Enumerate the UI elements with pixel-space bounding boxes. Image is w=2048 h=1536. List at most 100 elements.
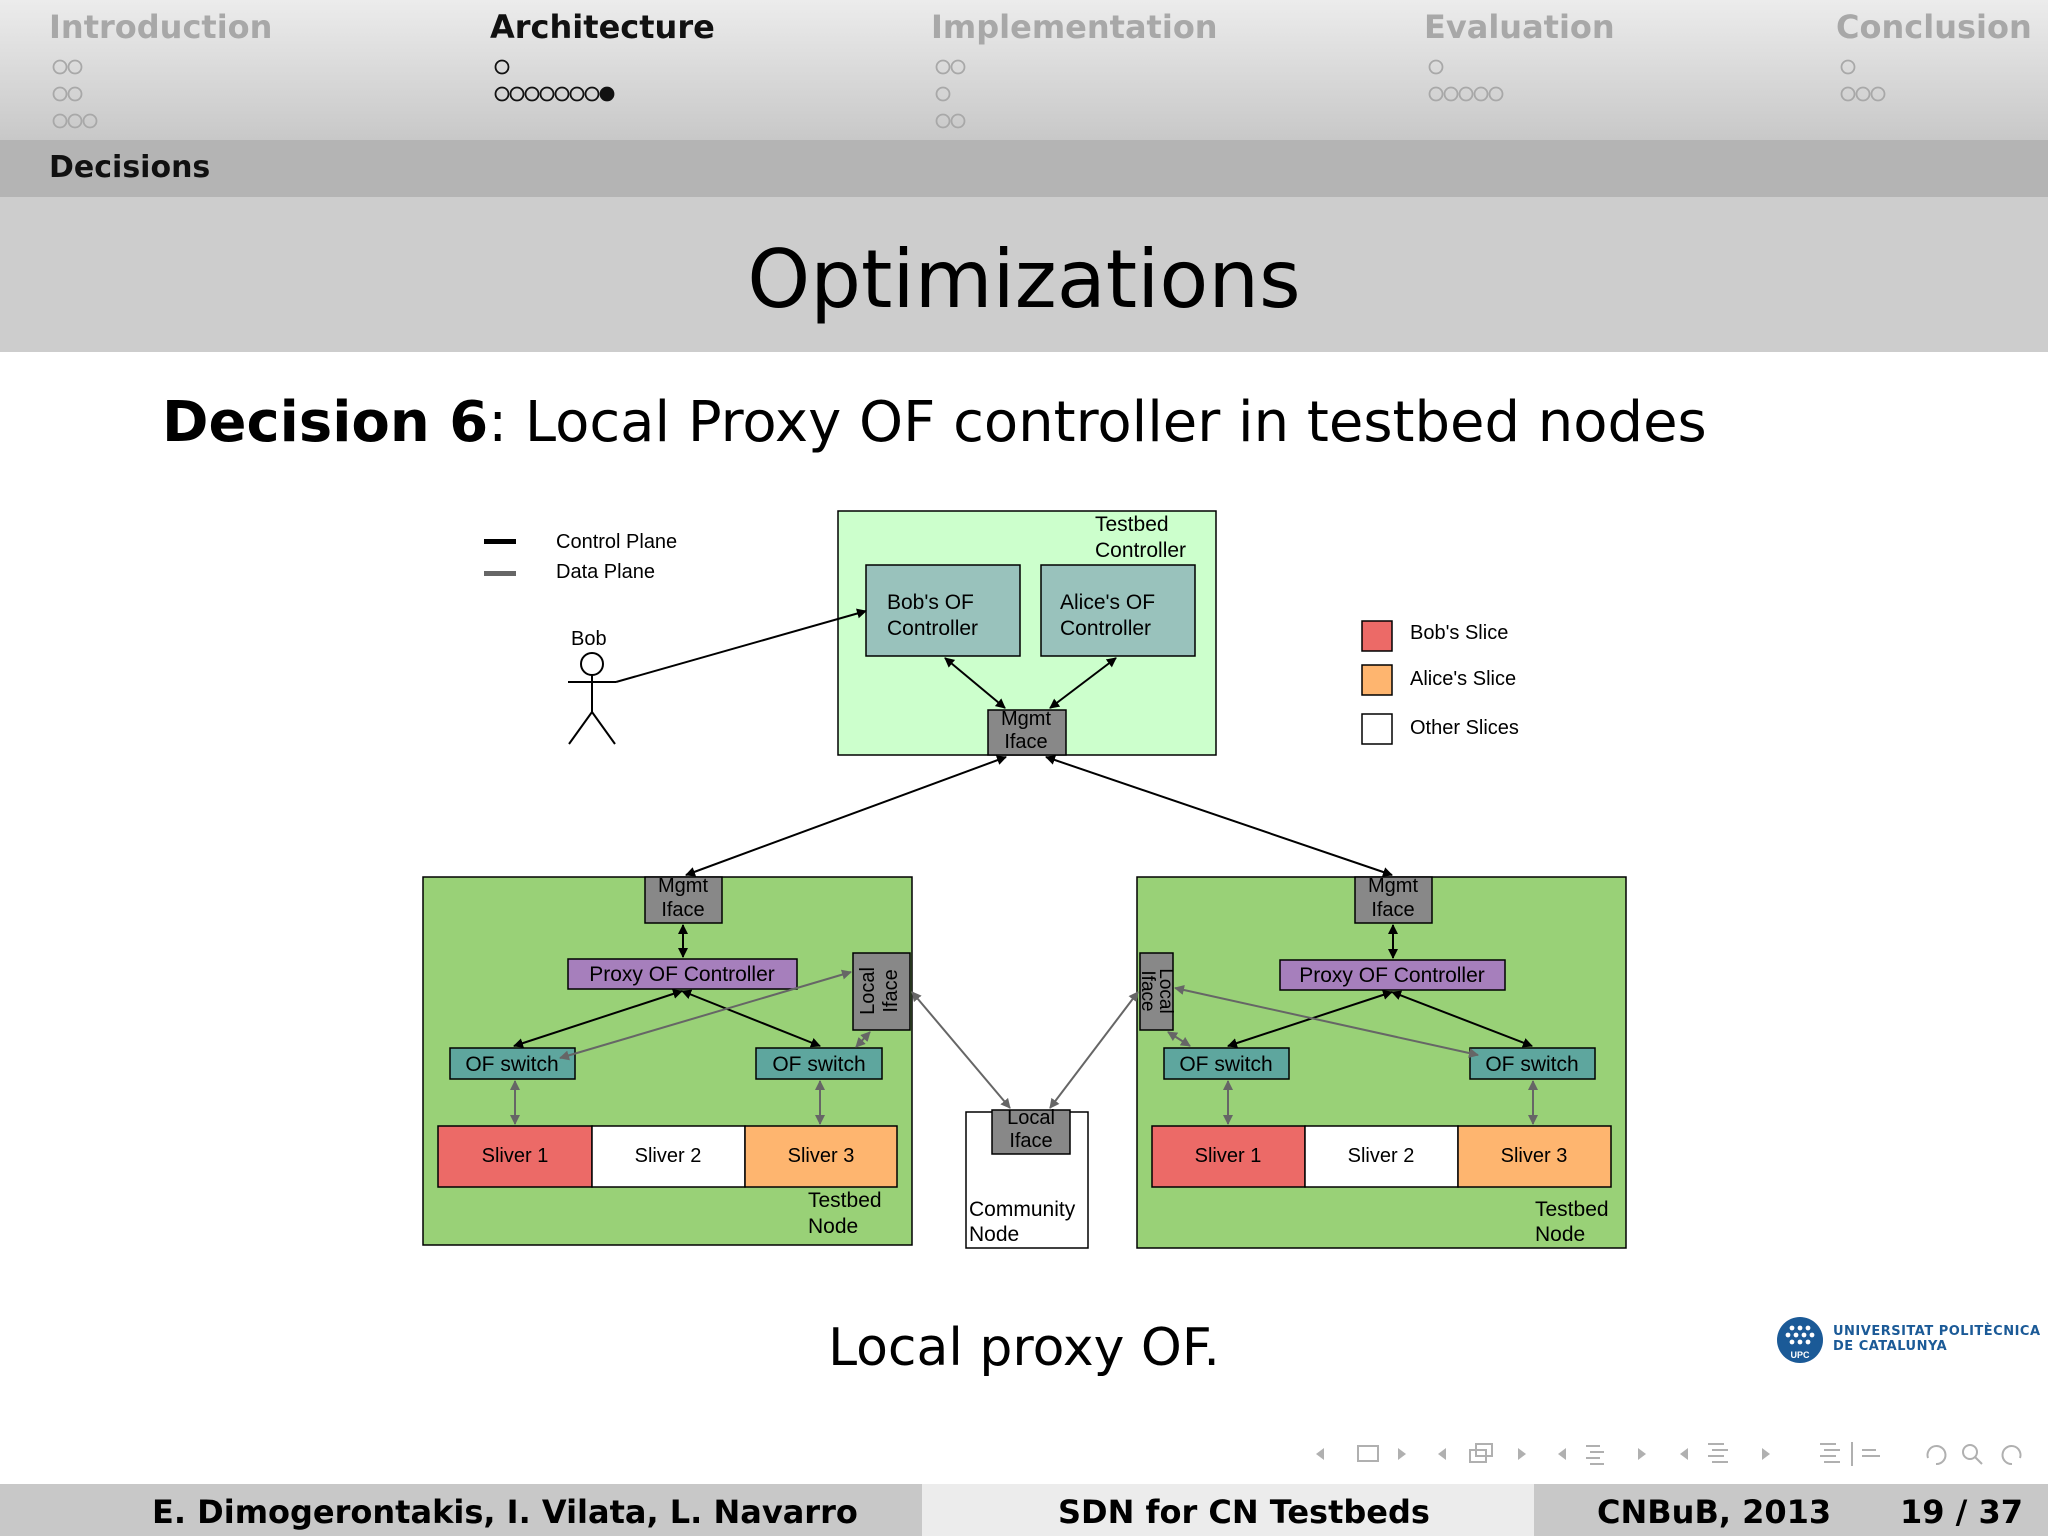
right-sliver-2-label: Sliver 2 (1348, 1145, 1415, 1167)
control-plane-label: Control Plane (556, 531, 677, 553)
nav-frame-dot[interactable] (509, 86, 525, 102)
nav-frame-dot[interactable] (52, 86, 68, 102)
right-proxy-of-controller-label: Proxy OF Controller (1299, 964, 1485, 987)
nav-section-architecture[interactable]: Architecture (490, 8, 715, 46)
nav-appendix[interactable] (1820, 1442, 1880, 1466)
appendix-icon[interactable] (1820, 1442, 1880, 1466)
bob-head-icon (580, 652, 604, 676)
nav-frame-dot[interactable] (1870, 86, 1886, 102)
back-icon[interactable] (1926, 1445, 1947, 1466)
nav-section-title[interactable]: Implementation (931, 8, 1218, 46)
nav-frame-dot[interactable] (52, 113, 68, 129)
section-next-icon[interactable] (1638, 1448, 1646, 1460)
nav-section-title[interactable]: Evaluation (1424, 8, 1615, 46)
right-testbed-node: Mgmt Iface Proxy OF Controller Local Ifa… (1136, 875, 1627, 1249)
nav-frame-dot[interactable] (1428, 59, 1444, 75)
tc-mgmt-iface-box (987, 709, 1067, 756)
nav-frame-dot[interactable] (1488, 86, 1504, 102)
nav-frame-dot[interactable] (524, 86, 540, 102)
nav-frame-dot[interactable] (1458, 86, 1474, 102)
nav-section-conclusion[interactable]: Conclusion (1836, 8, 2032, 46)
nav-frame-dot[interactable] (1840, 86, 1856, 102)
community-node-line1: Community (969, 1198, 1076, 1221)
right-local-iface-line2: Iface (1137, 970, 1158, 1011)
nav-section-title[interactable]: Introduction (49, 8, 273, 46)
nav-frame-dot[interactable] (67, 113, 83, 129)
nav-section-evaluation[interactable]: Evaluation (1424, 8, 1615, 46)
svg-text:UPC: UPC (1790, 1350, 1810, 1360)
left-sliver-3-label: Sliver 3 (788, 1145, 855, 1167)
decision-separator: : (488, 390, 508, 455)
frame-title-bar: Optimizations (0, 197, 2048, 352)
nav-frame-dot[interactable] (82, 113, 98, 129)
tc-to-right-node-arrow (1045, 755, 1393, 877)
section-icon[interactable] (1586, 1445, 1604, 1465)
nav-frame-dot[interactable] (1443, 86, 1459, 102)
nav-frame-prev-next[interactable] (1316, 1445, 1406, 1462)
presentation-prev-icon[interactable] (1680, 1448, 1688, 1460)
subsection-next-icon[interactable] (1518, 1448, 1526, 1460)
frame-next-icon[interactable] (1398, 1448, 1406, 1460)
nav-frame-dot[interactable] (494, 59, 510, 75)
left-local-iface-box (852, 952, 911, 1031)
frame-prev-icon[interactable] (1316, 1448, 1324, 1460)
right-of-switch-1-label: OF switch (1179, 1053, 1272, 1076)
left-proxy-of-controller-label: Proxy OF Controller (589, 963, 775, 986)
search-icon[interactable] (1962, 1444, 1978, 1460)
nav-frame-dot[interactable] (1473, 86, 1489, 102)
left-of-switch-2-label: OF switch (772, 1053, 865, 1076)
left-of-switch-1-box (449, 1047, 576, 1080)
presentation-icon[interactable] (1708, 1443, 1728, 1463)
left-mgmt-iface-box (644, 876, 723, 924)
nav-frame-dot[interactable] (1428, 86, 1444, 102)
right-switch1-to-local-iface-arrow (1167, 1031, 1191, 1047)
slice-legend: Bob's Slice Alice's Slice Other Slices (1361, 620, 1519, 745)
nav-frame-dot[interactable] (599, 86, 615, 102)
section-prev-icon[interactable] (1558, 1448, 1566, 1460)
nav-section-implementation[interactable]: Implementation (931, 8, 1218, 46)
nav-presentation-prev-next[interactable] (1680, 1443, 1770, 1463)
nav-frame-dot[interactable] (950, 59, 966, 75)
nav-frame-dot[interactable] (1855, 86, 1871, 102)
alices-slice-swatch (1361, 664, 1393, 696)
alices-slice-label: Alice's Slice (1410, 668, 1516, 690)
left-sliver-1-box (437, 1125, 593, 1188)
nav-frame-dot[interactable] (67, 86, 83, 102)
presentation-next-icon[interactable] (1762, 1448, 1770, 1460)
bob-left-leg (568, 711, 593, 745)
nav-frame-dot[interactable] (494, 86, 510, 102)
frame-icon[interactable] (1357, 1445, 1379, 1462)
nav-section-prev-next[interactable] (1558, 1445, 1646, 1465)
right-of-switch-2-label: OF switch (1485, 1053, 1578, 1076)
nav-frame-dot[interactable] (935, 86, 951, 102)
nav-frame-dot[interactable] (935, 59, 951, 75)
nav-frame-dot[interactable] (935, 113, 951, 129)
community-node: Local Iface Community Node (965, 1107, 1089, 1249)
plane-legend: Control Plane Data Plane (484, 531, 677, 583)
nav-section-introduction[interactable]: Introduction (49, 8, 272, 46)
footer-bar: E. Dimogerontakis, I. Vilata, L. Navarro… (0, 1484, 2048, 1536)
nav-frame-dot[interactable] (569, 86, 585, 102)
left-switch2-to-local-iface-arrow (855, 1031, 871, 1048)
footer-title: SDN for CN Testbeds (1058, 1493, 1430, 1531)
nav-section-title[interactable]: Architecture (490, 8, 715, 46)
nav-frame-dot[interactable] (539, 86, 555, 102)
footer-venue: CNBuB, 2013 (1597, 1493, 1832, 1531)
left-testbed-node-line2: Node (808, 1215, 858, 1238)
subsection-prev-icon[interactable] (1438, 1448, 1446, 1460)
bob-to-controller-arrow (615, 608, 867, 683)
nav-frame-dot[interactable] (1840, 59, 1856, 75)
forward-icon[interactable] (2001, 1445, 2022, 1466)
nav-frame-dot[interactable] (52, 59, 68, 75)
alice-ctrl-to-mgmt-arrow (1049, 657, 1117, 709)
footer-page-number: 19 / 37 (1900, 1493, 2024, 1531)
nav-search-controls[interactable] (1926, 1444, 2022, 1466)
nav-section-title[interactable]: Conclusion (1836, 8, 2032, 46)
nav-frame-dot[interactable] (554, 86, 570, 102)
nav-frame-dot[interactable] (950, 113, 966, 129)
nav-frame-dot[interactable] (67, 59, 83, 75)
bobs-slice-swatch (1361, 620, 1393, 652)
nav-frame-dots[interactable] (0, 0, 2048, 140)
nav-frame-dot[interactable] (584, 86, 600, 102)
nav-subsection-prev-next[interactable] (1438, 1443, 1526, 1463)
